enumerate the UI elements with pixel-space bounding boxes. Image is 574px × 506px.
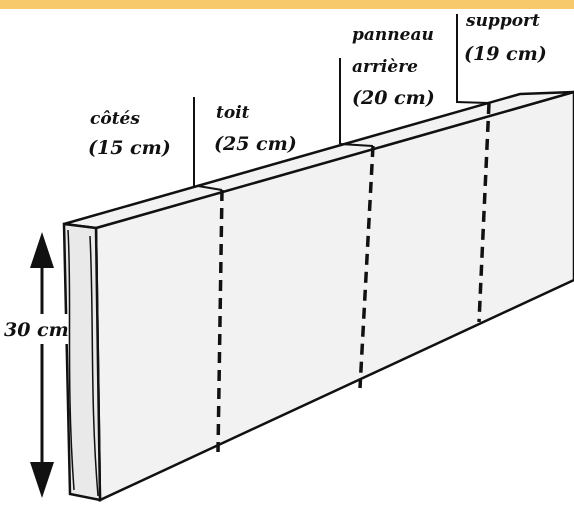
label-cotes-name: côtés (90, 109, 140, 129)
label-toit-name: toit (216, 103, 250, 123)
top-accent-bar (0, 0, 574, 9)
cut-line-2 (358, 145, 375, 389)
label-cotes-size: (15 cm) (88, 137, 171, 159)
label-support-name: support (465, 11, 540, 31)
label-height: 30 cm (4, 319, 69, 341)
top-cut-mark-2 (339, 143, 374, 147)
arrow-up-icon (30, 232, 54, 268)
label-panneau-line2: arrière (352, 57, 418, 77)
cut-line-3 (477, 102, 491, 323)
label-support-size: (19 cm) (464, 43, 547, 65)
label-panneau-line1: panneau (352, 25, 434, 45)
board-edge-sketch (67, 229, 99, 497)
cut-line-1 (216, 189, 224, 453)
arrow-down-icon (30, 462, 54, 498)
height-arrow (2, 232, 68, 498)
label-panneau-size: (20 cm) (352, 87, 435, 109)
top-cut-mark-3 (455, 101, 490, 104)
top-cut-mark-1 (197, 185, 223, 191)
label-toit-size: (25 cm) (214, 133, 297, 155)
